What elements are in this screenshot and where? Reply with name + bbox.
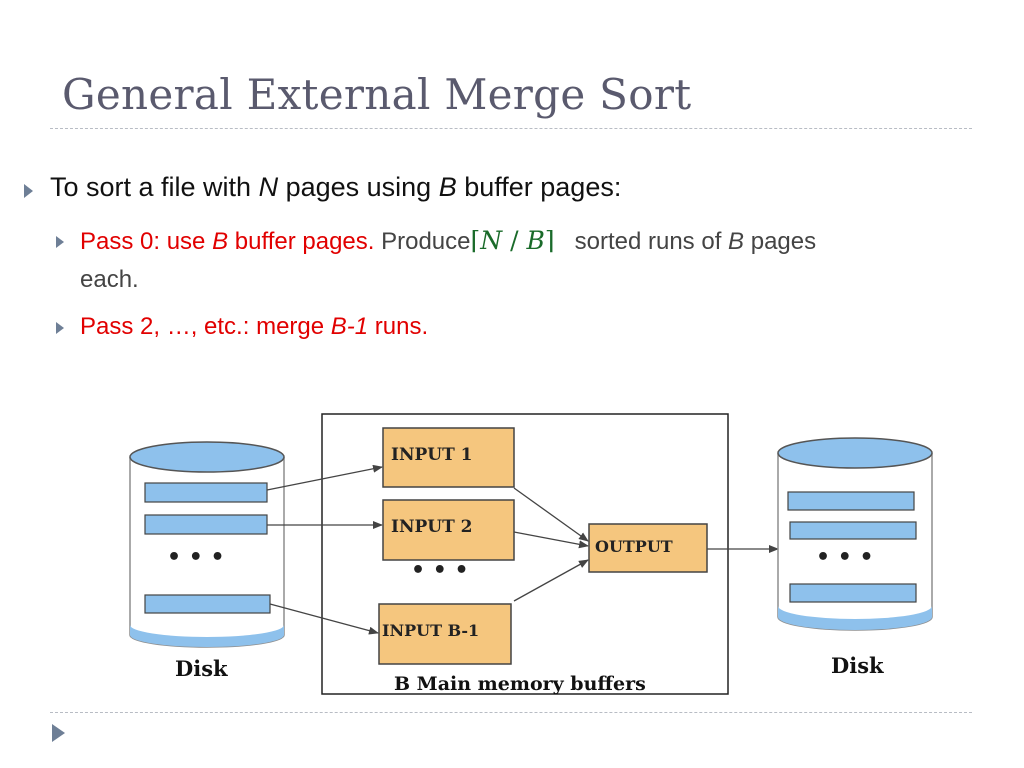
var-b: B: [438, 172, 457, 202]
arrow-inputb1-to-output: [513, 559, 589, 602]
right-disk-top: [777, 437, 933, 469]
right-disk-page-2: [789, 521, 917, 540]
right-disk: • • •: [777, 437, 933, 631]
pass2-label: Pass 2, …, etc.:: [80, 313, 250, 340]
var-b-minus-1: B-1: [330, 313, 369, 340]
output-label: OUTPUT: [595, 537, 673, 556]
bullet-pass0: Pass 0: use B buffer pages. Produce⌈N / …: [80, 222, 980, 299]
input-1-label: INPUT 1: [391, 445, 473, 465]
bullet-sort-file: To sort a file with N pages using B buff…: [50, 172, 621, 203]
input-2-label: INPUT 2: [391, 517, 473, 537]
left-disk-page-3: [144, 594, 271, 614]
left-disk-top: [129, 441, 285, 473]
arrow-disk-to-inputb1: [269, 603, 379, 635]
left-disk-label: Disk: [175, 656, 228, 681]
input-ellipsis: • • •: [411, 558, 469, 583]
bullet-pass2: Pass 2, …, etc.: merge B-1 runs.: [80, 308, 1000, 346]
pass0-var-b: B: [212, 228, 229, 255]
arrow-input1-to-output: [513, 487, 589, 542]
input-b-1-buffer: [378, 603, 512, 665]
sub-bullet-triangle-icon: [56, 236, 64, 248]
arrow-disk-to-input1: [266, 464, 383, 491]
sub-bullet-triangle-icon: [56, 322, 64, 334]
each-text: each.: [80, 266, 139, 293]
title-divider: [50, 128, 972, 129]
left-disk: • • •: [129, 441, 285, 648]
runs-text: runs.: [368, 313, 429, 340]
formula-b: B: [526, 226, 545, 255]
arrow-input2-to-output: [513, 531, 589, 549]
output-buffer: [588, 523, 708, 573]
input-b-1-label: INPUT B-1: [382, 621, 479, 640]
bullet1-text-mid: pages using: [278, 172, 439, 202]
left-disk-page-2: [144, 514, 268, 535]
left-disk-ellipsis: • • •: [167, 545, 225, 570]
bullet-triangle-icon: [24, 184, 33, 198]
bullet1-text-post: buffer pages:: [456, 172, 622, 202]
memory-label: B Main memory buffers: [394, 673, 646, 695]
merge-text: merge: [249, 313, 331, 340]
right-disk-body: [777, 453, 933, 631]
var-n: N: [258, 172, 279, 202]
pages-text: pages: [744, 228, 817, 255]
right-disk-bottom-fill: [778, 606, 932, 630]
produce-text: Produce: [374, 228, 471, 255]
input-1-buffer: [382, 427, 515, 488]
right-disk-page-3: [789, 583, 917, 603]
input-2-buffer: [382, 499, 515, 561]
formula-slash: /: [502, 226, 527, 255]
slide-title: General External Merge Sort: [62, 70, 692, 119]
sorted-runs-text: sorted runs of: [574, 228, 729, 255]
left-disk-bottom-fill: [130, 625, 284, 647]
left-disk-page-1: [144, 482, 268, 503]
footer-triangle-icon: [52, 724, 65, 742]
right-disk-page-1: [787, 491, 915, 511]
ceil-formula: ⌈N / B⌉: [470, 226, 555, 255]
right-disk-ellipsis: • • •: [816, 545, 874, 570]
right-disk-label: Disk: [831, 653, 884, 678]
formula-n: N: [480, 226, 503, 255]
pass0-var-b2: B: [728, 228, 745, 255]
pass0-label-end: buffer pages.: [228, 228, 375, 255]
bullet1-text-pre: To sort a file with: [50, 172, 259, 202]
pass0-label: Pass 0: use: [80, 228, 213, 255]
footer-divider: [50, 712, 972, 713]
